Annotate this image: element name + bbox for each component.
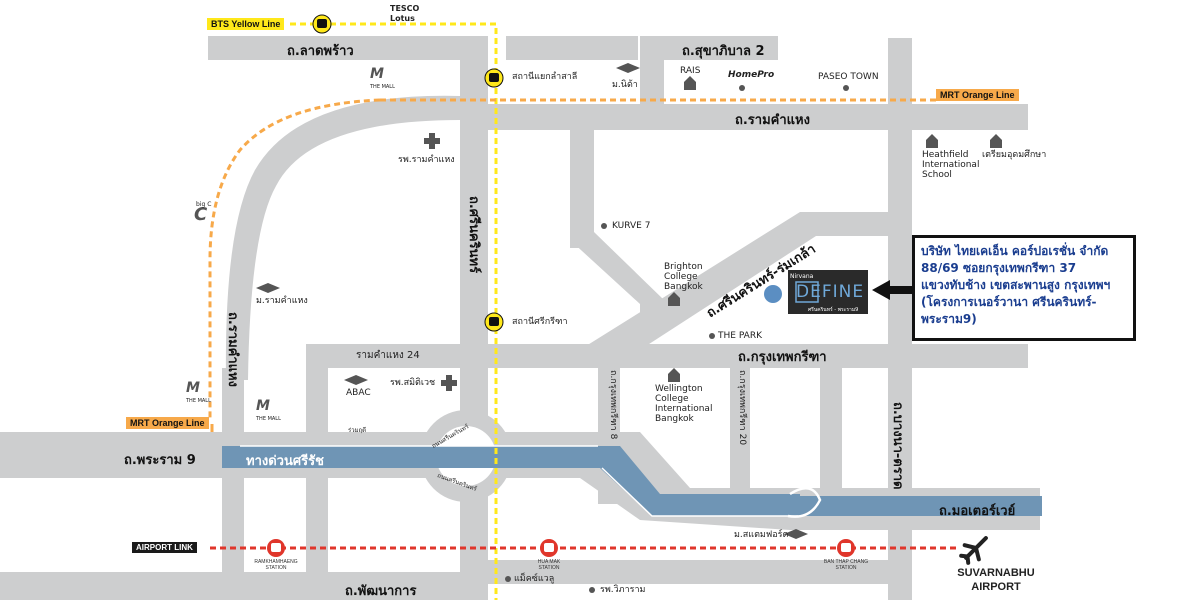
yaek-lam-sali-station-label: สถานีแยกลำสาลี <box>512 72 578 82</box>
vichaiyut-label: รพ.วิภาราม <box>600 585 646 595</box>
road-sukhaphiban2 <box>640 36 778 60</box>
road-label-lat-phrao: ถ.ลาดพร้าว <box>287 44 354 59</box>
makro-label: แม็คซ์แวลู <box>514 574 555 584</box>
brighton-college-label: Brighton College Bangkok <box>664 262 703 292</box>
arrow-icon <box>872 280 912 300</box>
the-mall-left-label: THE MALL <box>186 398 211 404</box>
tesco-lotus-logo: TESCO Lotus <box>390 4 420 23</box>
house-icon <box>668 76 1002 382</box>
homepro-logo: HomePro <box>728 70 775 80</box>
road-label-krungthep-kreetha: ถ.กรุงเทพกรีฑา <box>738 350 827 365</box>
mrt-orange-line-label-left: MRT Orange Line <box>126 417 209 429</box>
train-icon <box>267 539 855 557</box>
m-nida-label: ม.นิด้า <box>612 80 638 90</box>
svg-text:M: M <box>370 66 384 82</box>
svg-text:C: C <box>194 204 208 225</box>
road-ramkhamhaeng <box>488 104 1028 130</box>
address-line-2: 88/69 ซอยกรุงเทพกรีฑา 37 <box>921 261 1077 275</box>
the-mall-top-label: THE MALL <box>370 84 395 90</box>
mrt-orange-line-label-top: MRT Orange Line <box>936 89 1019 101</box>
suvarnabhumi-airport-label: SUVARNABHU AIRPORT <box>957 567 1035 593</box>
road-label-rama9: ถ.พระราม 9 <box>124 453 196 468</box>
ban-thap-chang-station-label: BAN THAP CHANG STATION <box>823 559 869 571</box>
address-line-5: พระราม9) <box>921 312 977 326</box>
ramkhamhaeng-station-label: RAMKHAMHAENG STATION <box>254 559 298 571</box>
ramkhamhaeng-university-label: ม.รามคำแหง <box>256 296 308 306</box>
expressway-si-rat <box>222 446 602 468</box>
samitivej-label: รพ.สมิติเวช <box>390 378 436 388</box>
train-icon <box>484 312 504 332</box>
road-label-sukhaphiban2: ถ.สุขาภิบาล 2 <box>682 44 765 59</box>
airport-link-label: AIRPORT LINK <box>132 542 197 553</box>
the-mall-mid-label: THE MALL <box>256 416 281 422</box>
expressway-label-si-rat: ทางด่วนศรีรัช <box>246 454 324 469</box>
road-srinakarin <box>460 36 488 600</box>
location-dot-icon <box>505 85 849 593</box>
big-c-label: big C <box>196 201 212 208</box>
road-label-ramkhamhaeng-vertical: ถ.รามคำแหง <box>225 312 240 387</box>
mall-logo-icon: M M M C <box>186 66 384 414</box>
srikreetha-station-label: สถานีศรีกรีฑา <box>512 317 568 327</box>
svg-text:M: M <box>186 380 200 396</box>
the-park-label: THE PARK <box>718 331 762 341</box>
road-label-kt20: ถ.กรุงเทพกรีฑา 20 <box>737 370 747 446</box>
svg-text:M: M <box>256 398 270 414</box>
address-line-3: แขวงทับช้าง เขตสะพานสูง กรุงเทพฯ <box>921 278 1111 292</box>
define-logo-box <box>788 270 868 314</box>
road-label-phatthanakan: ถ.พัฒนาการ <box>345 584 417 599</box>
heathfield-label: Heathfield International School <box>922 150 980 180</box>
kurve7-label: KURVE 7 <box>612 221 651 231</box>
road-label-motorway: ถ.มอเตอร์เวย์ <box>939 504 1016 519</box>
company-address-box: บริษัท ไทยเคเอ็น คอร์ปอเรชั่น จำกัด 88/6… <box>912 235 1136 341</box>
hua-mak-station-label: HUA MAK STATION <box>537 559 561 571</box>
rama-hospital-label: รพ.รามคำแหง <box>398 155 455 165</box>
project-location-dot <box>764 285 782 303</box>
abac-label: ABAC <box>346 388 371 398</box>
ruam-ruedee-label: ร่วมฤดี <box>348 427 367 434</box>
road-label-ramkhamhaeng24: รามคำแหง 24 <box>356 350 420 361</box>
road-label-kt8: ถ.กรุงเทพกรีฑา 8 <box>608 370 618 440</box>
rais-label: RAIS <box>680 66 701 76</box>
address-line-4: (โครงการเนอร์วานา ศรีนครินทร์- <box>921 295 1097 309</box>
define-tagline: ศรีนครินทร์ - พระราม9 <box>808 307 859 313</box>
train-icon <box>484 68 504 88</box>
graduation-cap-icon <box>256 63 808 539</box>
road-label-srinakarin: ถ.ศรีนครินทร์ <box>466 196 481 274</box>
road-label-ramkhamhaeng: ถ.รามคำแหง <box>735 113 810 128</box>
road-label-bangna-trad: ถ.บางนา-ตราด <box>890 402 905 490</box>
road-ramkhamhaeng-curve <box>225 95 460 381</box>
plane-icon <box>959 536 988 565</box>
cross-icon <box>424 133 457 391</box>
paseo-town-label: PASEO TOWN <box>818 72 879 82</box>
road-lat-phrao <box>208 36 470 60</box>
define-logo-text: DEFINE <box>796 282 865 302</box>
triam-udom-label: เตรียมอุดมศึกษา <box>982 150 1047 160</box>
wellington-college-label: Wellington College International Bangkok <box>655 384 713 424</box>
address-line-1: บริษัท ไทยเคเอ็น คอร์ปอเรชั่น จำกัด <box>921 244 1109 258</box>
stamford-label: ม.สแตมฟอร์ด <box>734 530 789 540</box>
bts-yellow-line-label: BTS Yellow Line <box>207 18 285 30</box>
expressway-motorway <box>798 496 1042 516</box>
define-brand-small: Nirvana <box>790 273 814 280</box>
train-icon <box>312 14 332 34</box>
